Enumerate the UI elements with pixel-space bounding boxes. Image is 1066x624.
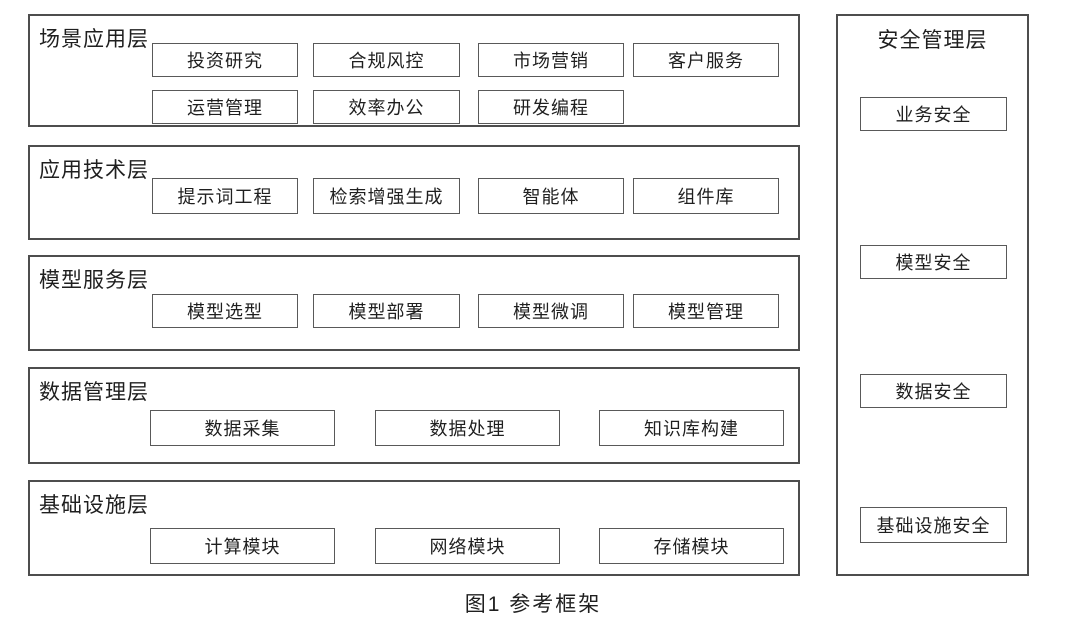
box-infrastructure-security: 基础设施安全 (860, 507, 1007, 543)
box-network-module: 网络模块 (375, 528, 560, 564)
security-management-label: 安全管理层 (877, 29, 988, 52)
layer-data-management-label: 数据管理层 (39, 381, 149, 404)
layer-data-management: 数据管理层 数据采集 数据处理 知识库构建 (28, 367, 800, 464)
box-data-security: 数据安全 (860, 374, 1007, 408)
box-business-security: 业务安全 (860, 97, 1007, 131)
layer-infrastructure: 基础设施层 计算模块 网络模块 存储模块 (28, 480, 800, 576)
box-storage-module: 存储模块 (599, 528, 784, 564)
box-data-collection: 数据采集 (150, 410, 335, 446)
box-marketing: 市场营销 (478, 43, 624, 77)
box-retrieval-augmented-generation: 检索增强生成 (313, 178, 460, 214)
box-component-library: 组件库 (633, 178, 779, 214)
layer-model-service: 模型服务层 模型选型 模型部署 模型微调 模型管理 (28, 255, 800, 351)
layer-scenario-application-label: 场景应用层 (39, 28, 149, 51)
box-operations-management: 运营管理 (152, 90, 298, 124)
security-management-panel: 安全管理层 业务安全 模型安全 数据安全 基础设施安全 (836, 14, 1029, 576)
box-agent: 智能体 (478, 178, 624, 214)
box-compute-module: 计算模块 (150, 528, 335, 564)
box-customer-service: 客户服务 (633, 43, 779, 77)
box-efficiency-office: 效率办公 (313, 90, 460, 124)
layer-infrastructure-label: 基础设施层 (39, 494, 149, 517)
box-rd-programming: 研发编程 (478, 90, 624, 124)
box-investment-research: 投资研究 (152, 43, 298, 77)
box-compliance-risk-control: 合规风控 (313, 43, 460, 77)
box-model-selection: 模型选型 (152, 294, 298, 328)
layer-application-technology-label: 应用技术层 (39, 159, 149, 182)
box-model-management: 模型管理 (633, 294, 779, 328)
figure-caption: 图1 参考框架 (464, 593, 602, 616)
box-prompt-engineering: 提示词工程 (152, 178, 298, 214)
box-data-processing: 数据处理 (375, 410, 560, 446)
layer-model-service-label: 模型服务层 (39, 269, 149, 292)
box-model-deployment: 模型部署 (313, 294, 460, 328)
layer-scenario-application: 场景应用层 投资研究 合规风控 市场营销 客户服务 运营管理 效率办公 研发编程 (28, 14, 800, 127)
box-model-finetuning: 模型微调 (478, 294, 624, 328)
layer-application-technology: 应用技术层 提示词工程 检索增强生成 智能体 组件库 (28, 145, 800, 240)
box-model-security: 模型安全 (860, 245, 1007, 279)
box-knowledge-base-construction: 知识库构建 (599, 410, 784, 446)
